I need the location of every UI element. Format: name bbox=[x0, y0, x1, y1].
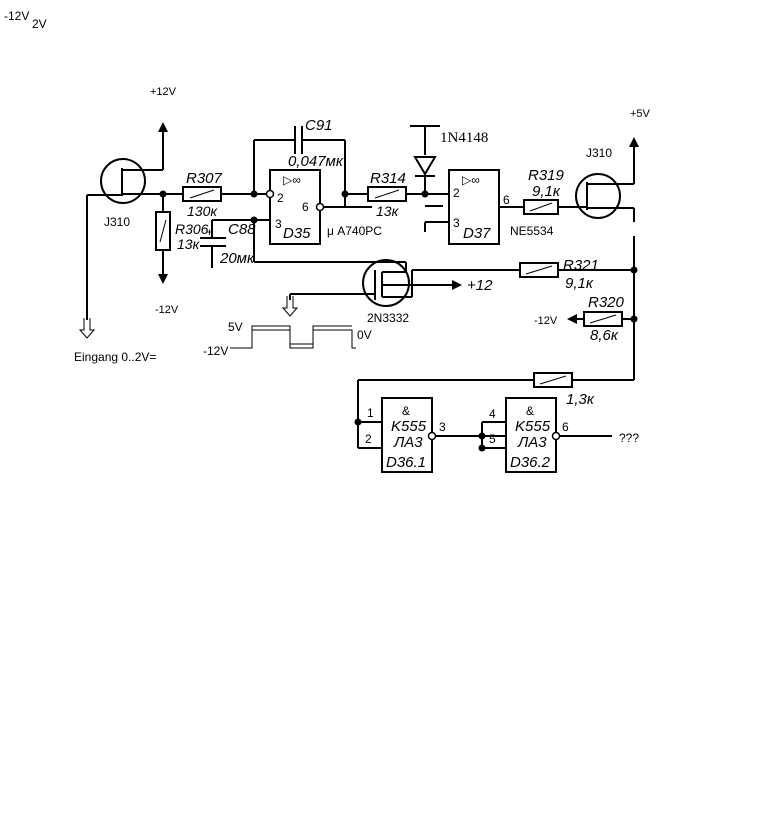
junction-dot bbox=[630, 266, 638, 274]
supply-label-plus12v: +12V bbox=[150, 86, 177, 98]
d35-pin-3: 3 bbox=[275, 217, 282, 231]
gate-d36-1 bbox=[358, 397, 506, 473]
d37-part: NE5534 bbox=[510, 224, 554, 238]
top-label-neg12: -12V bbox=[4, 9, 29, 23]
r321-name: R321 bbox=[563, 257, 599, 274]
d36-1-symbol: & bbox=[402, 404, 410, 418]
supply-label-neg12v-right: -12V bbox=[534, 315, 558, 327]
d37-pin-6: 6 bbox=[503, 193, 510, 207]
r321-value: 9,1к bbox=[565, 275, 594, 292]
d36-2-pin-6: 6 bbox=[562, 420, 569, 434]
supply-arrow-icon bbox=[158, 274, 168, 284]
d36-1-pin-3: 3 bbox=[439, 420, 446, 434]
resistor-r314 bbox=[367, 186, 450, 202]
output-label: ??? bbox=[619, 431, 639, 445]
d36-2-pin-4: 4 bbox=[489, 407, 496, 421]
j310-right-label: J310 bbox=[586, 146, 612, 160]
opamp-d35 bbox=[265, 169, 372, 245]
resistor-r307 bbox=[163, 186, 270, 202]
waveform-high-label: 5V bbox=[228, 320, 243, 334]
diode-1n4148 bbox=[410, 125, 440, 194]
junction-dot bbox=[421, 190, 429, 198]
c91-value: 0,047мк bbox=[288, 153, 344, 170]
r307-name: R307 bbox=[186, 170, 223, 187]
waveform-zero-label: 0V bbox=[357, 328, 372, 342]
d37-pin-3: 3 bbox=[453, 216, 460, 230]
diode-label: 1N4148 bbox=[440, 130, 488, 146]
waveform-low-label: -12V bbox=[203, 344, 228, 358]
d36-2-part: K555 bbox=[515, 418, 551, 435]
d36-1-type: ЛА3 bbox=[393, 434, 423, 451]
resistor-r320 bbox=[567, 311, 634, 327]
r307-value: 130к bbox=[187, 203, 218, 219]
d36-1-name: D36.1 bbox=[386, 454, 426, 471]
input-arrow-icon bbox=[78, 318, 96, 339]
d36-2-pin-5: 5 bbox=[489, 432, 496, 446]
2n3332-label: 2N3332 bbox=[367, 311, 409, 325]
junction-dot bbox=[630, 315, 638, 323]
r314-value: 13к bbox=[376, 203, 400, 219]
gate-arrow-icon bbox=[281, 296, 299, 317]
supply-label-neg12v-left: -12V bbox=[155, 304, 179, 316]
supply-arrow-icon bbox=[567, 314, 577, 324]
gate-d36-2 bbox=[481, 397, 612, 473]
r320-name: R320 bbox=[588, 294, 625, 311]
capacitor-c88 bbox=[200, 219, 270, 268]
r320-value: 8,6к bbox=[590, 327, 619, 344]
d36-1-pin-1: 1 bbox=[367, 406, 374, 420]
d36-1-part: K555 bbox=[391, 418, 427, 435]
supply-arrow-icon bbox=[452, 280, 462, 290]
jfet-j310-right bbox=[575, 137, 639, 380]
input-wire bbox=[78, 194, 122, 339]
junction-dot bbox=[478, 432, 486, 440]
c91-name: C91 bbox=[305, 117, 333, 134]
supply-label-plus12: +12 bbox=[467, 277, 493, 294]
c88-value: 20мк bbox=[219, 250, 255, 267]
d36-1-pin-2: 2 bbox=[365, 432, 372, 446]
junction-dot bbox=[250, 216, 258, 224]
input-label: Eingang 0..2V= bbox=[74, 350, 156, 364]
d36-2-symbol: & bbox=[526, 404, 534, 418]
r314-name: R314 bbox=[370, 170, 406, 187]
junction-dot bbox=[354, 418, 362, 426]
d35-part: μ A740PC bbox=[327, 224, 382, 238]
top-label-2v: 2V bbox=[32, 17, 47, 31]
d35-symbol: ▷∞ bbox=[283, 173, 301, 187]
resistor-r306 bbox=[155, 194, 171, 284]
supply-arrow-icon bbox=[629, 137, 639, 147]
junction-dot bbox=[478, 444, 486, 452]
c88-polarity: + bbox=[206, 225, 213, 239]
resistor-feedback bbox=[357, 372, 634, 448]
d36-2-type: ЛА3 bbox=[517, 434, 547, 451]
mosfet-2n3332 bbox=[253, 252, 462, 317]
c88-name: C88 bbox=[228, 221, 256, 238]
d35-pin-6: 6 bbox=[302, 200, 309, 214]
opamp-d37 bbox=[424, 169, 524, 245]
d36-2-name: D36.2 bbox=[510, 454, 551, 471]
d37-symbol: ▷∞ bbox=[462, 173, 480, 187]
supply-arrow-icon bbox=[158, 122, 168, 132]
d35-name: D35 bbox=[283, 225, 311, 242]
r319-name: R319 bbox=[528, 167, 565, 184]
jfet-j310-left bbox=[100, 122, 168, 204]
d37-pin-2: 2 bbox=[453, 186, 460, 200]
r319-value: 9,1к bbox=[532, 183, 561, 200]
j310-left-label: J310 bbox=[104, 215, 130, 229]
r306-name: R306 bbox=[175, 221, 209, 237]
d37-name: D37 bbox=[463, 225, 491, 242]
r306-value: 13к bbox=[177, 236, 201, 252]
d35-pin-2: 2 bbox=[277, 191, 284, 205]
square-waveform bbox=[230, 325, 356, 349]
rfb-value: 1,3к bbox=[566, 391, 595, 408]
resistor-r321 bbox=[412, 262, 634, 278]
resistor-r319 bbox=[523, 199, 587, 215]
supply-label-plus5v: +5V bbox=[630, 108, 651, 120]
